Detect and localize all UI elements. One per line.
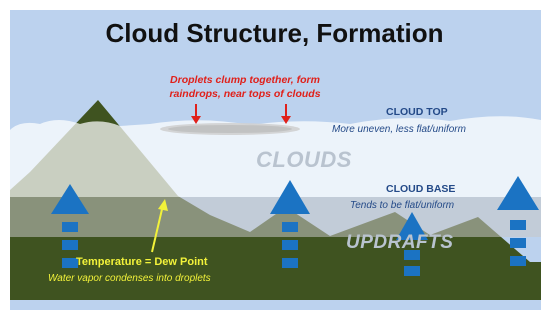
- diagram-title: Cloud Structure, Formation: [105, 18, 444, 48]
- droplets-pointer-arrow: [281, 104, 291, 124]
- updraft-arrow: [497, 176, 539, 266]
- cloud-top-heading: CLOUD TOP: [386, 106, 448, 118]
- updrafts-label: UPDRAFTS: [346, 232, 454, 253]
- up-arrow-icon: [51, 184, 89, 214]
- up-arrow-icon: [396, 212, 428, 240]
- cloud-body: [10, 116, 541, 197]
- cloud-base-band: [10, 197, 541, 237]
- up-arrow-icon: [497, 176, 539, 210]
- dew-point-label: Temperature = Dew Point: [76, 256, 208, 268]
- updraft-arrow: [51, 184, 89, 268]
- up-arrow-icon: [270, 180, 310, 214]
- droplets-pointer-arrow: [191, 104, 201, 124]
- cloud-top-description: More uneven, less flat/uniform: [332, 124, 466, 135]
- condensation-caption: Water vapor condenses into droplets: [48, 273, 211, 284]
- clouds-label: CLOUDS: [256, 147, 352, 172]
- dew-point-pointer-head: [158, 199, 168, 211]
- updraft-arrow: [396, 212, 428, 276]
- cloud-base-heading: CLOUD BASE: [386, 183, 456, 195]
- dew-point-pointer-line: [151, 204, 164, 253]
- cloud-base-description: Tends to be flat/uniform: [350, 200, 455, 211]
- droplets-caption-line2: raindrops, near tops of clouds: [169, 88, 321, 100]
- droplet-layer-core: [168, 125, 292, 133]
- droplets-caption-line1: Droplets clump together, form: [170, 74, 320, 86]
- updraft-arrow: [270, 180, 310, 268]
